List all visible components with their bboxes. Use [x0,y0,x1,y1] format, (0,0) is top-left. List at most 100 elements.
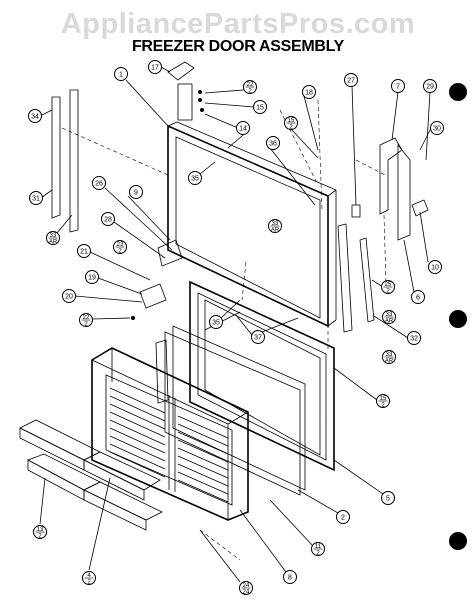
callout-c22b: 222 [79,313,93,328]
callout-number: 29 [426,84,434,91]
callout-number: 27 [347,78,355,85]
callout-c30: 30 [430,121,444,135]
hinge-top [160,61,204,121]
shelf-slat [177,463,229,487]
callout-number: 24 [243,583,250,589]
callout-c31: 31 [29,191,43,205]
callout-number: 20 [65,294,73,301]
inner-shelf-frame [91,347,287,573]
callout-c27: 27 [344,73,358,87]
callout-number: 34 [31,114,39,121]
callout-number: 18 [305,90,313,97]
callout-quantity: 2 [38,534,42,540]
callout-number: 33 [386,312,393,318]
callout-number: 9 [134,190,138,197]
shelf-slat [109,419,166,446]
shelf-slat [109,411,166,438]
gasket-strip-left [155,339,169,404]
shelf-slat [177,455,229,479]
callout-c17: 17 [148,60,162,74]
left-hinge-assembly [74,187,183,320]
callout-number: 4 [87,573,91,579]
leader-lines [127,88,429,583]
shelf-slat [109,427,166,454]
callout-quantity: AR [385,319,394,325]
shelf-slat [177,415,229,439]
callout-c4: 42 [82,571,96,586]
door-panel-main [125,79,337,328]
callout-number: 28 [104,217,112,224]
shelf-slat [177,431,229,455]
callout-number: 1 [119,72,123,79]
callout-c6: 6 [411,290,425,304]
callout-quantity: 2 [118,249,122,255]
shelf-slat [177,423,229,447]
callout-quantity: 2 [381,403,385,409]
callout-number: 26 [95,181,103,188]
callout-number: 5 [386,496,390,503]
callout-c34: 34 [28,109,42,123]
door-gasket [189,280,335,472]
shelf-slat [109,387,166,414]
callout-c7: 7 [391,79,405,93]
callout-number: 14 [239,126,247,133]
callout-number: 30 [433,126,441,133]
callout-quantity: 2 [316,551,320,557]
callout-number: 32 [410,336,418,343]
callout-number: 17 [151,65,159,72]
callout-number: 33 [272,221,279,227]
callout-number: 15 [380,396,387,402]
shelf-slat [109,435,166,462]
door-bin-front [19,419,163,571]
callout-c19: 19 [85,270,99,284]
callout-number: 8 [288,575,292,582]
binder-hole-mark [449,310,467,328]
callout-number: 33 [386,352,393,358]
shelf-slat [177,471,229,495]
callout-quantity: 2 [84,322,88,328]
callout-number: 31 [32,196,40,203]
callout-c20: 20 [62,289,76,303]
callout-number: 15 [256,105,264,112]
shelf-slat [177,479,229,503]
callout-number: 19 [88,275,96,282]
callout-number: 21 [80,249,88,256]
callout-quantity: 2 [386,289,390,295]
callout-number: 13 [37,527,44,533]
callout-c37: 37 [251,330,265,344]
callout-c14: 14 [236,121,250,135]
callout-number: 37 [254,335,262,342]
callout-quantity: 2 [87,580,91,586]
callout-quantity: 2 [248,89,252,95]
callout-number: 23 [117,242,124,248]
callout-number: 7 [396,84,400,91]
callout-c26: 26 [92,176,106,190]
callout-c15a: 15 [253,100,267,114]
callout-number: 25 [385,282,392,288]
callout-number: 6 [416,295,420,302]
watermark-text: AppliancePartsPros.com [60,8,416,40]
callout-c11: 112 [311,542,325,557]
callout-number: 10 [431,265,439,272]
binder-hole-mark [449,532,467,550]
shelf-slat [109,443,166,470]
callout-c23: 232 [113,240,127,255]
callout-number: 36 [269,141,277,148]
door-liner [164,325,384,547]
callout-c29: 29 [423,79,437,93]
callout-c32: 32 [407,331,421,345]
callout-c9: 9 [129,185,143,199]
callout-number: 33 [50,233,57,239]
callout-c25: 252 [381,280,395,295]
callout-c1: 1 [114,67,128,81]
callout-c15c: 152 [376,394,390,409]
shelf-slat [109,395,166,422]
shelf-slats [109,387,229,503]
assembly-guide-lines [61,99,387,561]
